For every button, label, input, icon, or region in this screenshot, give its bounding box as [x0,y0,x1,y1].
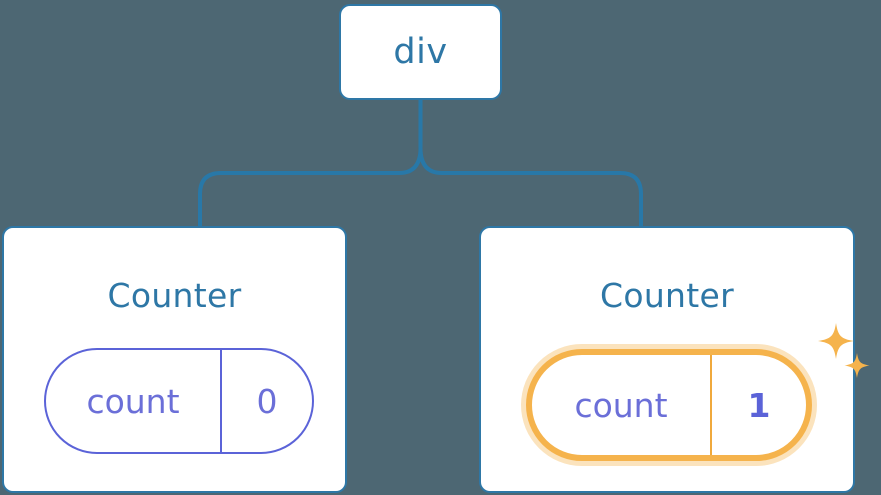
node-counter-right-title: Counter [600,276,734,315]
state-pill-right-key: count [574,385,668,425]
state-pill-right-glow: count 1 [521,344,817,466]
sparkle-large-icon [818,323,854,359]
state-pill-left-value: 0 [256,381,278,421]
connector-to-left-child [198,146,423,228]
state-pill-right-value: 1 [747,385,771,425]
state-pill-left-value-cell: 0 [222,350,312,452]
state-pill-right-body: count 1 [526,349,812,461]
state-pill-left-body: count 0 [44,348,314,454]
state-pill-left-key-cell: count [46,350,222,452]
state-pill-right-value-cell: 1 [712,355,806,455]
state-pill-right[interactable]: count 1 [521,344,817,466]
connector-to-right-child [418,146,643,228]
node-div[interactable]: div [339,4,502,100]
state-pill-right-key-cell: count [532,355,712,455]
node-div-label: div [393,32,448,72]
state-pill-left[interactable]: count 0 [44,348,314,454]
node-counter-left-title: Counter [107,276,242,315]
state-pill-left-key: count [86,381,180,421]
node-counter-right[interactable]: Counter count 1 [479,226,870,493]
node-counter-left[interactable]: Counter count 0 [2,226,347,493]
